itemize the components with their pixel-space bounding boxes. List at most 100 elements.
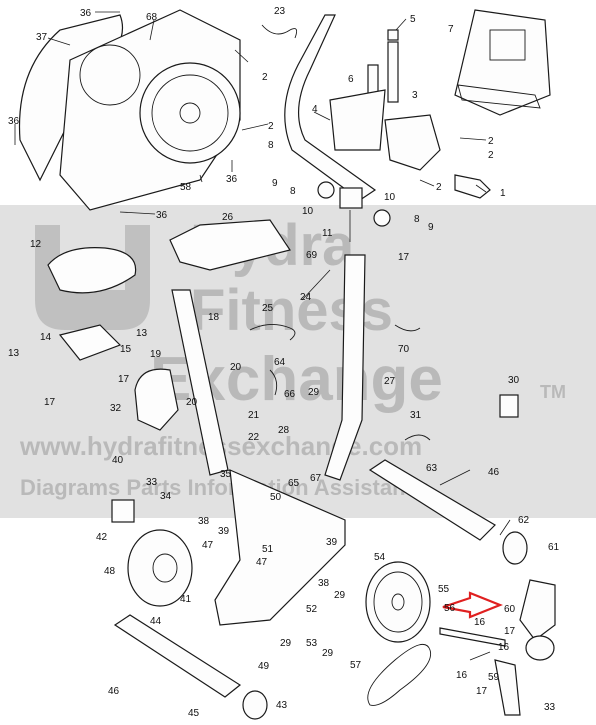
callout-1: 1 [500,188,506,199]
callout-16a: 16 [474,617,486,628]
callout-57: 57 [350,660,362,671]
callout-70: 70 [398,344,410,355]
callout-15: 15 [120,344,132,355]
callout-46b: 46 [488,467,500,478]
callout-42: 42 [96,532,108,543]
callout-50: 50 [270,492,282,503]
callout-55: 55 [438,584,450,595]
wire-70 [394,324,421,332]
callout-38b: 38 [318,578,330,589]
callout-17e: 17 [476,686,488,697]
watermark: Hydra Fitness Exchange TM www.hydrafitne… [0,205,596,518]
callout-56: 56 [444,603,456,614]
upright-27 [324,254,366,481]
callout-47a: 47 [202,540,214,551]
callout-29a: 29 [308,387,320,398]
wire-31 [404,434,431,441]
callout-46a: 46 [108,686,120,697]
wire-25 [249,324,296,341]
part-42 [111,499,135,523]
callout-32: 32 [110,403,122,414]
callout-44: 44 [150,616,162,627]
flywheel-48 [127,529,193,607]
crank-axle-56 [439,627,506,647]
callout-13a: 13 [8,348,20,359]
watermark-logo-icon [35,225,150,330]
watermark-tm: TM [540,382,566,402]
callout-62: 62 [518,515,530,526]
callout-60: 60 [504,604,516,615]
callout-58: 58 [180,182,192,193]
grip-6 [367,64,379,96]
callout-33a: 33 [146,477,158,488]
frame-50 [214,469,346,626]
belt-57 [367,643,432,706]
callout-26: 26 [222,212,234,223]
bushing-11 [339,187,363,209]
callout-28: 28 [278,425,290,436]
callout-3: 3 [412,90,418,101]
callout-47b: 47 [256,557,268,568]
callout-61: 61 [548,542,560,553]
callout-2e: 2 [488,150,494,161]
pedal-32 [134,368,179,431]
callout-65: 65 [288,478,300,489]
callout-36b: 36 [8,116,20,127]
callout-30: 30 [508,375,520,386]
callout-17a: 17 [44,397,56,408]
callout-10a: 10 [302,206,314,217]
callout-11: 11 [322,228,333,239]
callout-49: 49 [258,661,270,672]
wire-64 [269,369,278,396]
bracket-3 [384,114,441,171]
callout-19: 19 [150,349,162,360]
callout-67: 67 [310,473,322,484]
callout-31: 31 [410,410,422,421]
end-cap-62 [502,531,528,565]
callout-66: 66 [284,389,296,400]
seat-bracket-15 [58,324,122,361]
callout-35: 35 [220,469,232,480]
callout-29d: 29 [322,648,334,659]
callout-45: 45 [188,708,200,719]
parts-art [18,9,556,720]
callout-23: 23 [274,6,286,17]
callout-20a: 20 [230,362,242,373]
pulley-55 [365,561,431,643]
callout-24: 24 [300,292,312,303]
watermark-tagline: Diagrams Parts Information Assistance [20,475,430,500]
callout-9b: 9 [428,222,434,233]
end-cap-43 [242,690,268,720]
callout-68: 68 [146,12,158,23]
shroud-fan-wheel [139,62,241,164]
callout-36a: 36 [80,8,92,19]
callout-69: 69 [306,250,318,261]
callout-36c: 36 [226,174,238,185]
callout-64: 64 [274,357,286,368]
callout-36d: 36 [156,210,168,221]
stabilizer-44 [113,614,242,698]
console-7 [454,9,551,116]
wire-23 [261,24,298,39]
callout-34: 34 [160,491,172,502]
callout-20b: 20 [186,397,198,408]
knob-1 [454,174,491,199]
callout-5: 5 [410,14,416,25]
callout-51: 51 [262,544,274,555]
callout-2c: 2 [488,136,494,147]
highlight-arrow-icon [442,591,503,619]
callout-10b: 10 [384,192,396,203]
callout-8b: 8 [290,186,296,197]
post-5 [387,41,399,103]
callout-27: 27 [384,376,396,387]
leader-lines [14,11,511,661]
callout-12: 12 [30,239,42,250]
callout-16b: 16 [456,670,468,681]
callout-25: 25 [262,303,274,314]
callout-29b: 29 [280,638,292,649]
handlebar-4 [284,14,377,201]
callout-8a: 8 [268,140,274,151]
callout-4: 4 [312,104,318,115]
callout-63: 63 [426,463,438,474]
